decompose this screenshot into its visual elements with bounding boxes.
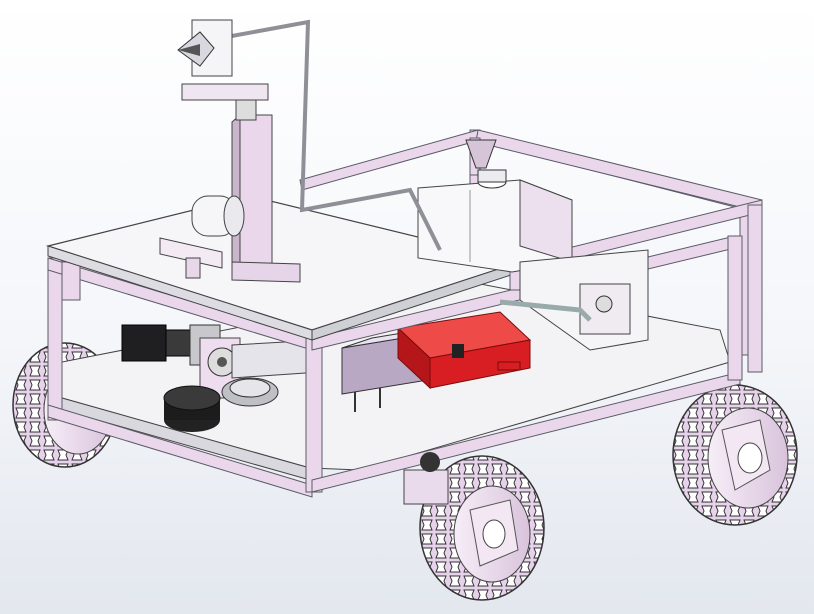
corner-bracket [465, 139, 497, 169]
drive-motor-cylinder [163, 385, 221, 432]
frame-top-cage [299, 129, 763, 373]
wheel-rear-right [672, 384, 798, 526]
top-plate [45, 195, 523, 341]
camera-head [177, 19, 233, 77]
wheel-hub-mount [403, 452, 449, 505]
bevel-gear [221, 377, 279, 407]
wheel-front-left [419, 455, 545, 601]
side-motor [191, 195, 245, 237]
wire-tube [209, 19, 442, 251]
camera-bracket [181, 83, 269, 121]
front-clamp [159, 237, 223, 279]
water-tank [417, 169, 573, 273]
pump-assembly [499, 249, 649, 351]
red-controller-module [396, 311, 532, 390]
mast-base-bracket [231, 261, 301, 283]
mast-column [231, 113, 273, 280]
